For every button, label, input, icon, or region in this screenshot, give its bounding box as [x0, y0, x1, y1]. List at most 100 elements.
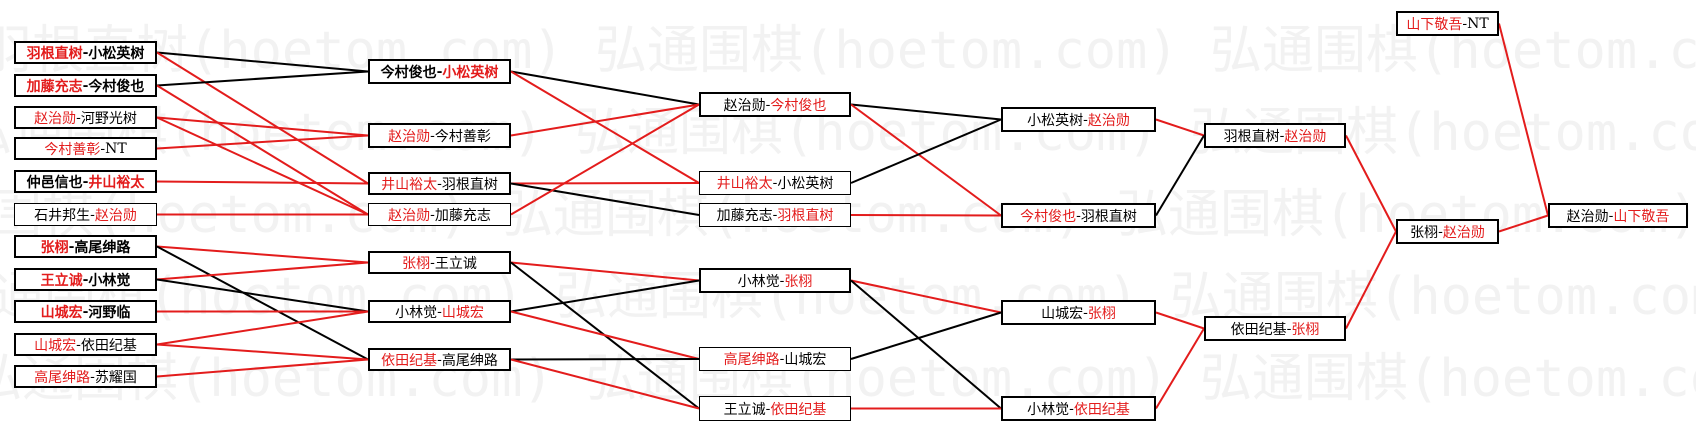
connector-line: [510, 358, 700, 410]
connector-line: [850, 311, 1002, 360]
match-box: 赵治勋-河野光树: [14, 106, 157, 129]
player-2: 张栩: [1087, 305, 1116, 322]
player-2: 小松英树: [88, 45, 145, 62]
player-1: 王立诚: [723, 401, 766, 418]
connector-line: [156, 51, 369, 185]
player-2: 井山裕太: [88, 174, 145, 191]
player-1: 小松英树: [1027, 112, 1084, 129]
player-2: 赵治勋: [1442, 224, 1485, 241]
player-1: 井山裕太: [381, 176, 438, 193]
match-separator: -: [772, 207, 778, 223]
match-separator: -: [68, 238, 75, 255]
player-2: 羽根直树: [1080, 208, 1137, 225]
player-1: 井山裕太: [716, 176, 773, 192]
match-box: 山城宏-依田纪基: [14, 333, 157, 356]
match-box: 小林觉-张栩: [699, 268, 851, 293]
connector-line: [850, 118, 1002, 184]
match-separator: -: [76, 109, 81, 126]
player-2: 今村善彰: [434, 128, 491, 145]
player-1: 高尾绅路: [34, 369, 91, 386]
match-box: 王立诚-小林觉: [14, 268, 157, 291]
match-separator: -: [437, 175, 442, 192]
match-separator: -: [437, 303, 442, 320]
connector-line: [156, 51, 369, 73]
match-box: 依田纪基-高尾绅路: [368, 348, 511, 371]
match-separator: -: [430, 254, 435, 271]
match-box: 井山裕太-羽根直树: [368, 172, 511, 195]
player-1: 羽根直树: [26, 45, 83, 62]
match-box: 加藤充志-羽根直树: [699, 203, 851, 227]
player-2: 赵治勋: [94, 207, 137, 224]
player-2: 依田纪基: [1073, 401, 1130, 418]
match-box: 井山裕太-小松英树: [699, 171, 851, 195]
player-1: 高尾绅路: [723, 352, 780, 368]
connector-line: [156, 310, 369, 346]
connector-line: [510, 261, 700, 282]
player-2: 高尾绅路: [74, 239, 131, 256]
connector-line: [510, 103, 700, 216]
match-separator: -: [1286, 320, 1292, 337]
player-1: 山城宏: [1041, 305, 1084, 322]
match-separator: -: [1279, 127, 1285, 144]
player-1: 依田纪基: [381, 352, 438, 369]
match-box: 小松英树-赵治勋: [1001, 107, 1156, 132]
match-box: 王立诚-依田纪基: [699, 396, 851, 421]
match-separator: -: [765, 96, 771, 113]
connector-line: [1345, 135, 1397, 232]
player-2: 苏耀国: [94, 369, 137, 386]
match-separator: -: [82, 77, 89, 94]
match-box: 石井邦生-赵治勋: [14, 203, 157, 226]
player-1: 今村俊也: [1020, 208, 1077, 225]
player-1: 赵治勋: [388, 207, 431, 224]
connector-line: [156, 245, 369, 361]
player-1: 赵治勋: [388, 128, 431, 145]
match-box: 小林觉-山城宏: [368, 300, 511, 323]
match-box: 山下敬吾-NT: [1396, 11, 1499, 36]
player-2: 山下敬吾: [1613, 208, 1670, 225]
player-1: 羽根直树: [1223, 128, 1280, 145]
player-2: 赵治勋: [1284, 128, 1327, 145]
match-box: 张栩-高尾绅路: [14, 235, 157, 258]
match-separator: -: [765, 400, 771, 417]
match-separator: -: [1083, 111, 1088, 128]
match-separator: -: [772, 175, 778, 191]
player-2: 小林觉: [88, 272, 131, 289]
connector-line: [850, 214, 1002, 217]
player-1: 小林觉: [737, 273, 780, 290]
match-separator: -: [1608, 207, 1614, 224]
connector-line: [850, 279, 1002, 314]
connector-line: [156, 343, 369, 361]
player-2: 山城宏: [784, 352, 827, 368]
match-separator: -: [430, 206, 435, 223]
player-2: 小松英树: [442, 64, 499, 81]
match-separator: -: [1083, 304, 1088, 321]
player-2: 小松英树: [777, 176, 834, 192]
connector-line: [1155, 134, 1205, 217]
match-separator: -: [90, 206, 95, 223]
connector-line: [510, 182, 700, 216]
connector-line: [156, 116, 369, 216]
match-separator: -: [90, 368, 95, 385]
connector-line: [156, 134, 369, 150]
connector-line: [850, 103, 1002, 121]
match-box: 羽根直树-小松英树: [14, 41, 157, 64]
match-separator: -: [82, 44, 89, 61]
match-separator: -: [76, 336, 81, 353]
player-2: NT: [105, 140, 127, 157]
connector-line: [510, 70, 700, 184]
player-1: 今村善彰: [44, 141, 101, 158]
player-1: 今村俊也: [380, 64, 437, 81]
connector-line: [156, 116, 369, 137]
connector-line: [156, 70, 369, 87]
match-box: 赵治勋-今村俊也: [699, 92, 851, 117]
match-separator: -: [100, 140, 106, 157]
match-box: 仲邑信也-井山裕太: [14, 170, 157, 193]
player-2: 河野光树: [80, 110, 137, 127]
match-box: 张栩-赵治勋: [1396, 219, 1499, 244]
connector-line: [850, 103, 1002, 217]
player-2: 依田纪基: [80, 337, 137, 354]
player-2: 加藤充志: [434, 207, 491, 224]
player-1: 张栩: [1410, 224, 1439, 241]
